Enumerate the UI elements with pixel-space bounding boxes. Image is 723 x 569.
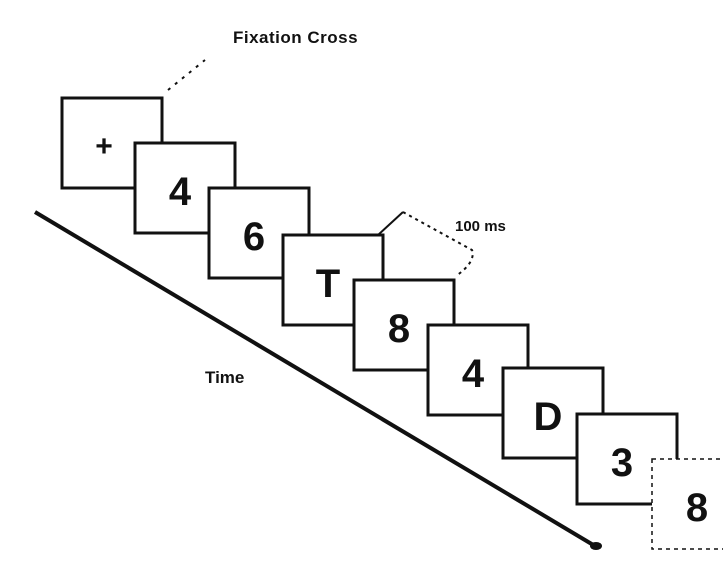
- stimulus-character: 8: [686, 486, 708, 530]
- fixation-leader-line: [167, 59, 206, 91]
- time-arrow: [33, 210, 597, 548]
- time-arrow-head: [590, 542, 602, 550]
- stimulus-character: 3: [611, 441, 633, 485]
- stimulus-character: +: [95, 130, 113, 163]
- duration-bracket: [377, 211, 404, 236]
- stimulus-character: 4: [462, 352, 485, 396]
- stimulus-character: 4: [169, 170, 192, 214]
- stimulus-character: T: [316, 262, 340, 306]
- duration-bracket-dotted: [402, 211, 474, 277]
- stimulus-character: 6: [243, 215, 265, 259]
- stimulus-frame: [651, 458, 723, 550]
- time-label: Time: [205, 368, 245, 387]
- duration-label: 100 ms: [455, 218, 506, 235]
- stimulus-character: 8: [388, 307, 410, 351]
- stimulus-character: D: [534, 395, 563, 439]
- fixation-cross-label: Fixation Cross: [233, 28, 359, 47]
